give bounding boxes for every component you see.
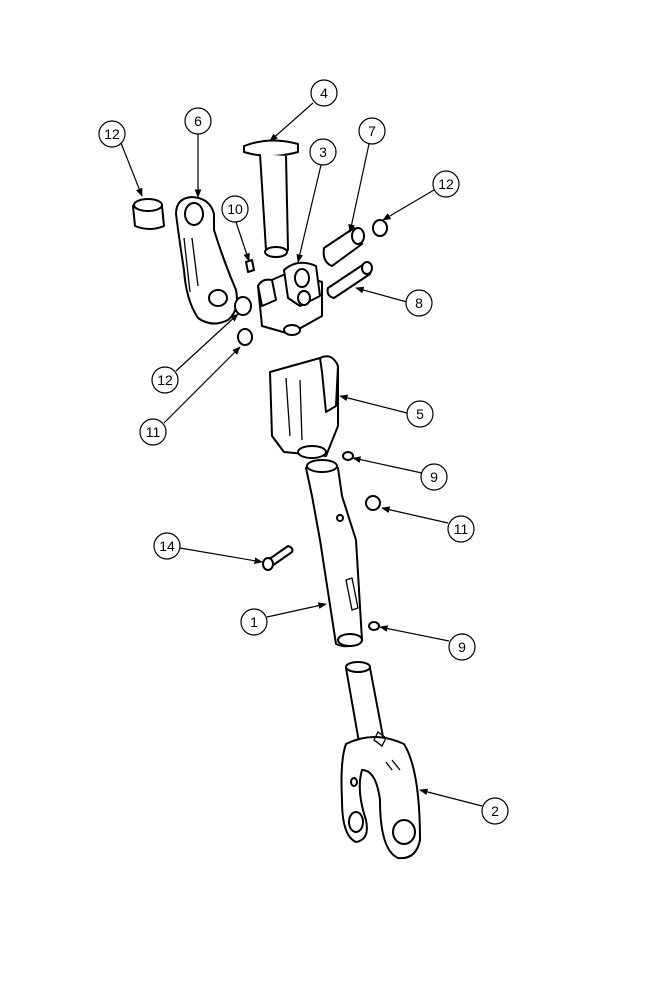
- callout-14: 14: [153, 532, 181, 560]
- callout-2: 2: [481, 797, 509, 825]
- svg-text:10: 10: [227, 201, 243, 217]
- svg-text:9: 9: [458, 639, 466, 655]
- part-nut-upper: [342, 451, 354, 461]
- svg-text:6: 6: [194, 113, 202, 129]
- part-o-ring-upper: [237, 328, 253, 346]
- part-housing: [269, 355, 339, 459]
- svg-text:11: 11: [146, 424, 161, 440]
- callout-4: 4: [310, 79, 338, 107]
- callout-9-lower: 9: [448, 633, 476, 661]
- callout-12-left: 12: [151, 366, 179, 394]
- callout-8: 8: [405, 289, 433, 317]
- svg-text:12: 12: [104, 126, 120, 142]
- part-snap-ring-right: [372, 219, 388, 237]
- part-snap-ring-left: [234, 296, 252, 316]
- part-upper-yoke: [257, 261, 323, 336]
- callout-12-right: 12: [432, 170, 460, 198]
- part-fork-yoke: [340, 661, 421, 860]
- svg-text:14: 14: [159, 538, 175, 554]
- callout-11-upper: 11: [139, 418, 167, 446]
- part-nut-lower: [368, 621, 380, 631]
- svg-text:3: 3: [319, 144, 327, 160]
- svg-text:9: 9: [430, 469, 438, 485]
- part-pivot-pin: [243, 139, 299, 258]
- part-shaft: [305, 459, 363, 648]
- callout-1: 1: [240, 608, 268, 636]
- callout-13: 12: [98, 120, 126, 148]
- part-o-ring-lower: [365, 495, 381, 511]
- callout-6: 6: [184, 107, 212, 135]
- svg-text:2: 2: [491, 803, 499, 819]
- part-bushing: [132, 198, 165, 230]
- part-lever-arm: [175, 196, 238, 325]
- svg-text:7: 7: [368, 123, 376, 139]
- part-rod: [326, 261, 373, 299]
- svg-text:1: 1: [250, 614, 258, 630]
- svg-text:5: 5: [416, 406, 424, 422]
- callout-11-lower: 11: [447, 515, 475, 543]
- part-small-pin: [245, 259, 255, 273]
- svg-text:8: 8: [415, 295, 423, 311]
- svg-text:12: 12: [438, 176, 454, 192]
- callout-10: 10: [221, 195, 249, 223]
- callout-5: 5: [406, 400, 434, 428]
- svg-text:12: 12: [157, 372, 173, 388]
- svg-text:4: 4: [320, 85, 328, 101]
- part-bolt: [262, 545, 294, 571]
- svg-text:11: 11: [454, 521, 469, 537]
- callout-7: 7: [358, 117, 386, 145]
- callout-3: 3: [309, 138, 337, 166]
- callout-9-upper: 9: [420, 463, 448, 491]
- part-cylinder-pin: [322, 227, 365, 267]
